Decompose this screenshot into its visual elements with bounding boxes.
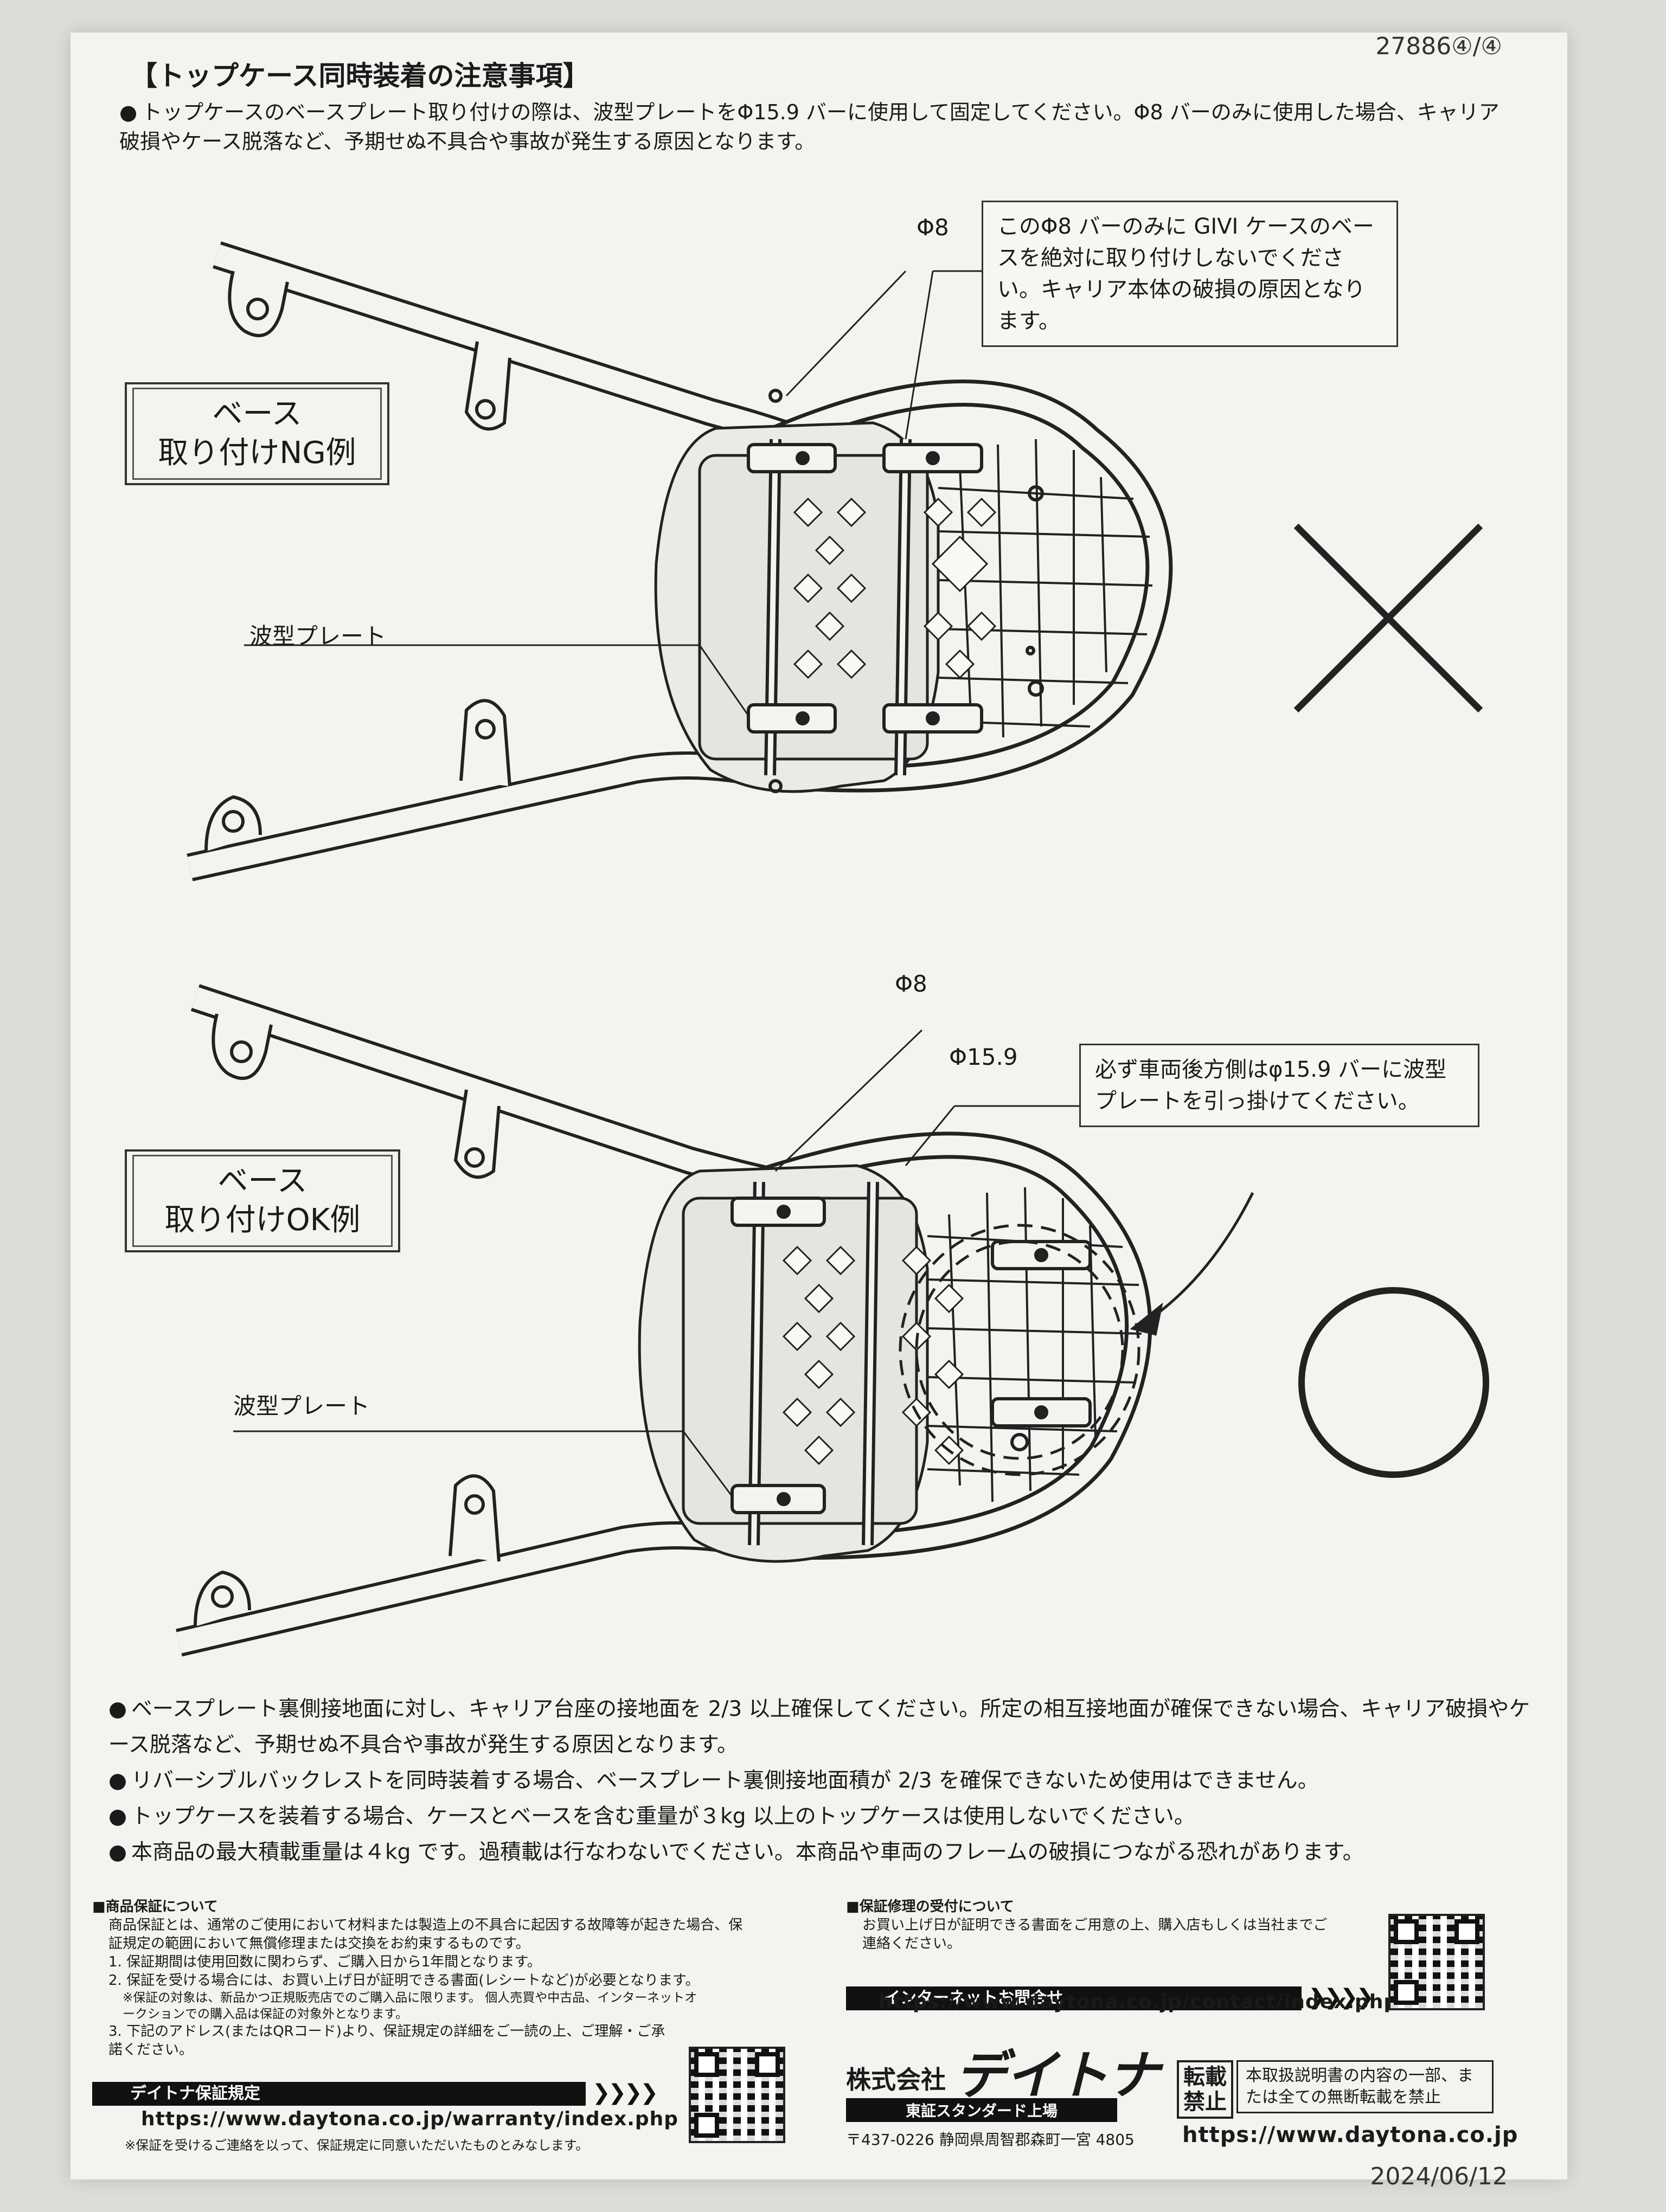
ng-carrier-diagram bbox=[187, 241, 1483, 882]
print-date: 2024/06/12 bbox=[1370, 2163, 1508, 2190]
company-brand-logo: デイトナ bbox=[954, 2045, 1159, 2106]
warranty-heading: ■商品保証について bbox=[92, 1899, 218, 1915]
caution-item: トップケースを装着する場合、ケースとベースを含む重量が３kg 以上のトップケース… bbox=[108, 1799, 1540, 1835]
ng-phi8-label: Φ8 bbox=[917, 214, 949, 241]
document-number: 27886④/④ bbox=[1375, 33, 1502, 60]
ng-x-mark bbox=[1293, 523, 1483, 713]
ng-label-line2: 取り付けNG例 bbox=[158, 435, 356, 471]
warranty-item: ※保証の対象は、新品かつ正規販売店でのご購入品に限ります。 個人売買や中古品、イ… bbox=[123, 1991, 697, 2021]
caution-item: 本商品の最大積載重量は４kg です。過積載は行なわないでください。本商品や車両の… bbox=[108, 1835, 1540, 1870]
stamp-line2: 禁止 bbox=[1183, 2089, 1227, 2114]
warranty-banner: デイトナ保証規定 bbox=[92, 2082, 656, 2106]
ok-carrier-diagram bbox=[176, 984, 1489, 1657]
ng-label-line1: ベース bbox=[212, 396, 302, 432]
caution-item: リバーシブルバックレストを同時装着する場合、ベースプレート裏側接地面積が 2/3… bbox=[108, 1763, 1540, 1799]
warranty-item: 1. 保証期間は使用回数に関わらず、ご購入日から1年間となります。 bbox=[108, 1954, 541, 1970]
ok-phi159-label: Φ15.9 bbox=[949, 1044, 1018, 1070]
no-reprint-stamp: 転載 禁止 bbox=[1177, 2060, 1233, 2119]
warranty-qr-code[interactable] bbox=[689, 2047, 785, 2143]
ok-label-box: ベース取り付けOK例 bbox=[125, 1149, 400, 1252]
repair-body: お買い上げ日が証明できる書面をご用意の上、購入店もしくは当社までご連絡ください。 bbox=[862, 1917, 1328, 1952]
ok-wave-plate-label: 波型プレート bbox=[233, 1393, 370, 1419]
caution-item: ベースプレート裏側接地面に対し、キャリア台座の接地面を 2/3 以上確保してくだ… bbox=[108, 1692, 1540, 1763]
instruction-sheet: 27886④/④ 【トップケース同時装着の注意事項】 トップケースのベースプレー… bbox=[71, 33, 1567, 2190]
intro-bullet: トップケースのベースプレート取り付けの際は、波型プレートをΦ15.9 バーに使用… bbox=[119, 98, 1518, 156]
reprint-notice: 本取扱説明書の内容の一部、または全ての無断転載を禁止 bbox=[1236, 2060, 1494, 2113]
repair-heading: ■保証修理の受付について bbox=[846, 1899, 1014, 1915]
ng-label-box: ベース取り付けNG例 bbox=[125, 382, 389, 485]
ok-label-line1: ベース bbox=[217, 1163, 307, 1199]
company-prefix: 株式会社 bbox=[846, 2065, 946, 2094]
ok-circle-mark bbox=[1298, 1287, 1489, 1478]
company-address: 〒437-0226 静岡県周智郡森町一宮 4805 bbox=[846, 2131, 1135, 2149]
company-url-link[interactable]: https://www.daytona.co.jp bbox=[1182, 2123, 1518, 2147]
caution-list: ベースプレート裏側接地面に対し、キャリア台座の接地面を 2/3 以上確保してくだ… bbox=[108, 1692, 1540, 1870]
contact-url-link[interactable]: https://www.daytona.co.jp/contact/index.… bbox=[879, 1991, 1399, 2013]
repair-banner: インターネットお問合せ bbox=[846, 1986, 1372, 2010]
stamp-line1: 転載 bbox=[1183, 2065, 1227, 2089]
ng-wave-plate-label: 波型プレート bbox=[249, 623, 387, 650]
warranty-note: ※保証を受けるご連絡を以って、保証規定に同意いただいたものとみなします。 bbox=[125, 2138, 589, 2153]
ng-callout: このΦ8 バーのみに GIVI ケースのベースを絶対に取り付けしないでください。… bbox=[982, 201, 1398, 347]
ok-phi8-label: Φ8 bbox=[895, 970, 927, 997]
listing-badge: 東証スタンダード上場 bbox=[846, 2098, 1117, 2122]
section-title: 【トップケース同時装着の注意事項】 bbox=[130, 60, 590, 92]
ok-label-line2: 取り付けOK例 bbox=[164, 1203, 361, 1238]
warranty-section: ■商品保証について 商品保証とは、通常のご使用において材料または製造上の不具合に… bbox=[92, 1898, 759, 2059]
repair-section: ■保証修理の受付について お買い上げ日が証明できる書面をご用意の上、購入店もしく… bbox=[846, 1898, 1334, 1953]
warranty-item: 3. 下記のアドレス(またはQRコード)より、保証規定の詳細をご一読の上、ご理解… bbox=[108, 2023, 665, 2058]
warranty-body: 商品保証とは、通常のご使用において材料または製造上の不具合に起因する故障等が起き… bbox=[108, 1917, 743, 1952]
ok-callout: 必ず車両後方側はφ15.9 バーに波型プレートを引っ掛けてください。 bbox=[1079, 1044, 1479, 1127]
warranty-url-link[interactable]: https://www.daytona.co.jp/warranty/index… bbox=[141, 2108, 679, 2130]
warranty-item: 2. 保証を受ける場合には、お買い上げ日が証明できる書面(レシートなど)が必要と… bbox=[108, 1972, 700, 1989]
contact-qr-code[interactable] bbox=[1388, 1914, 1485, 2010]
